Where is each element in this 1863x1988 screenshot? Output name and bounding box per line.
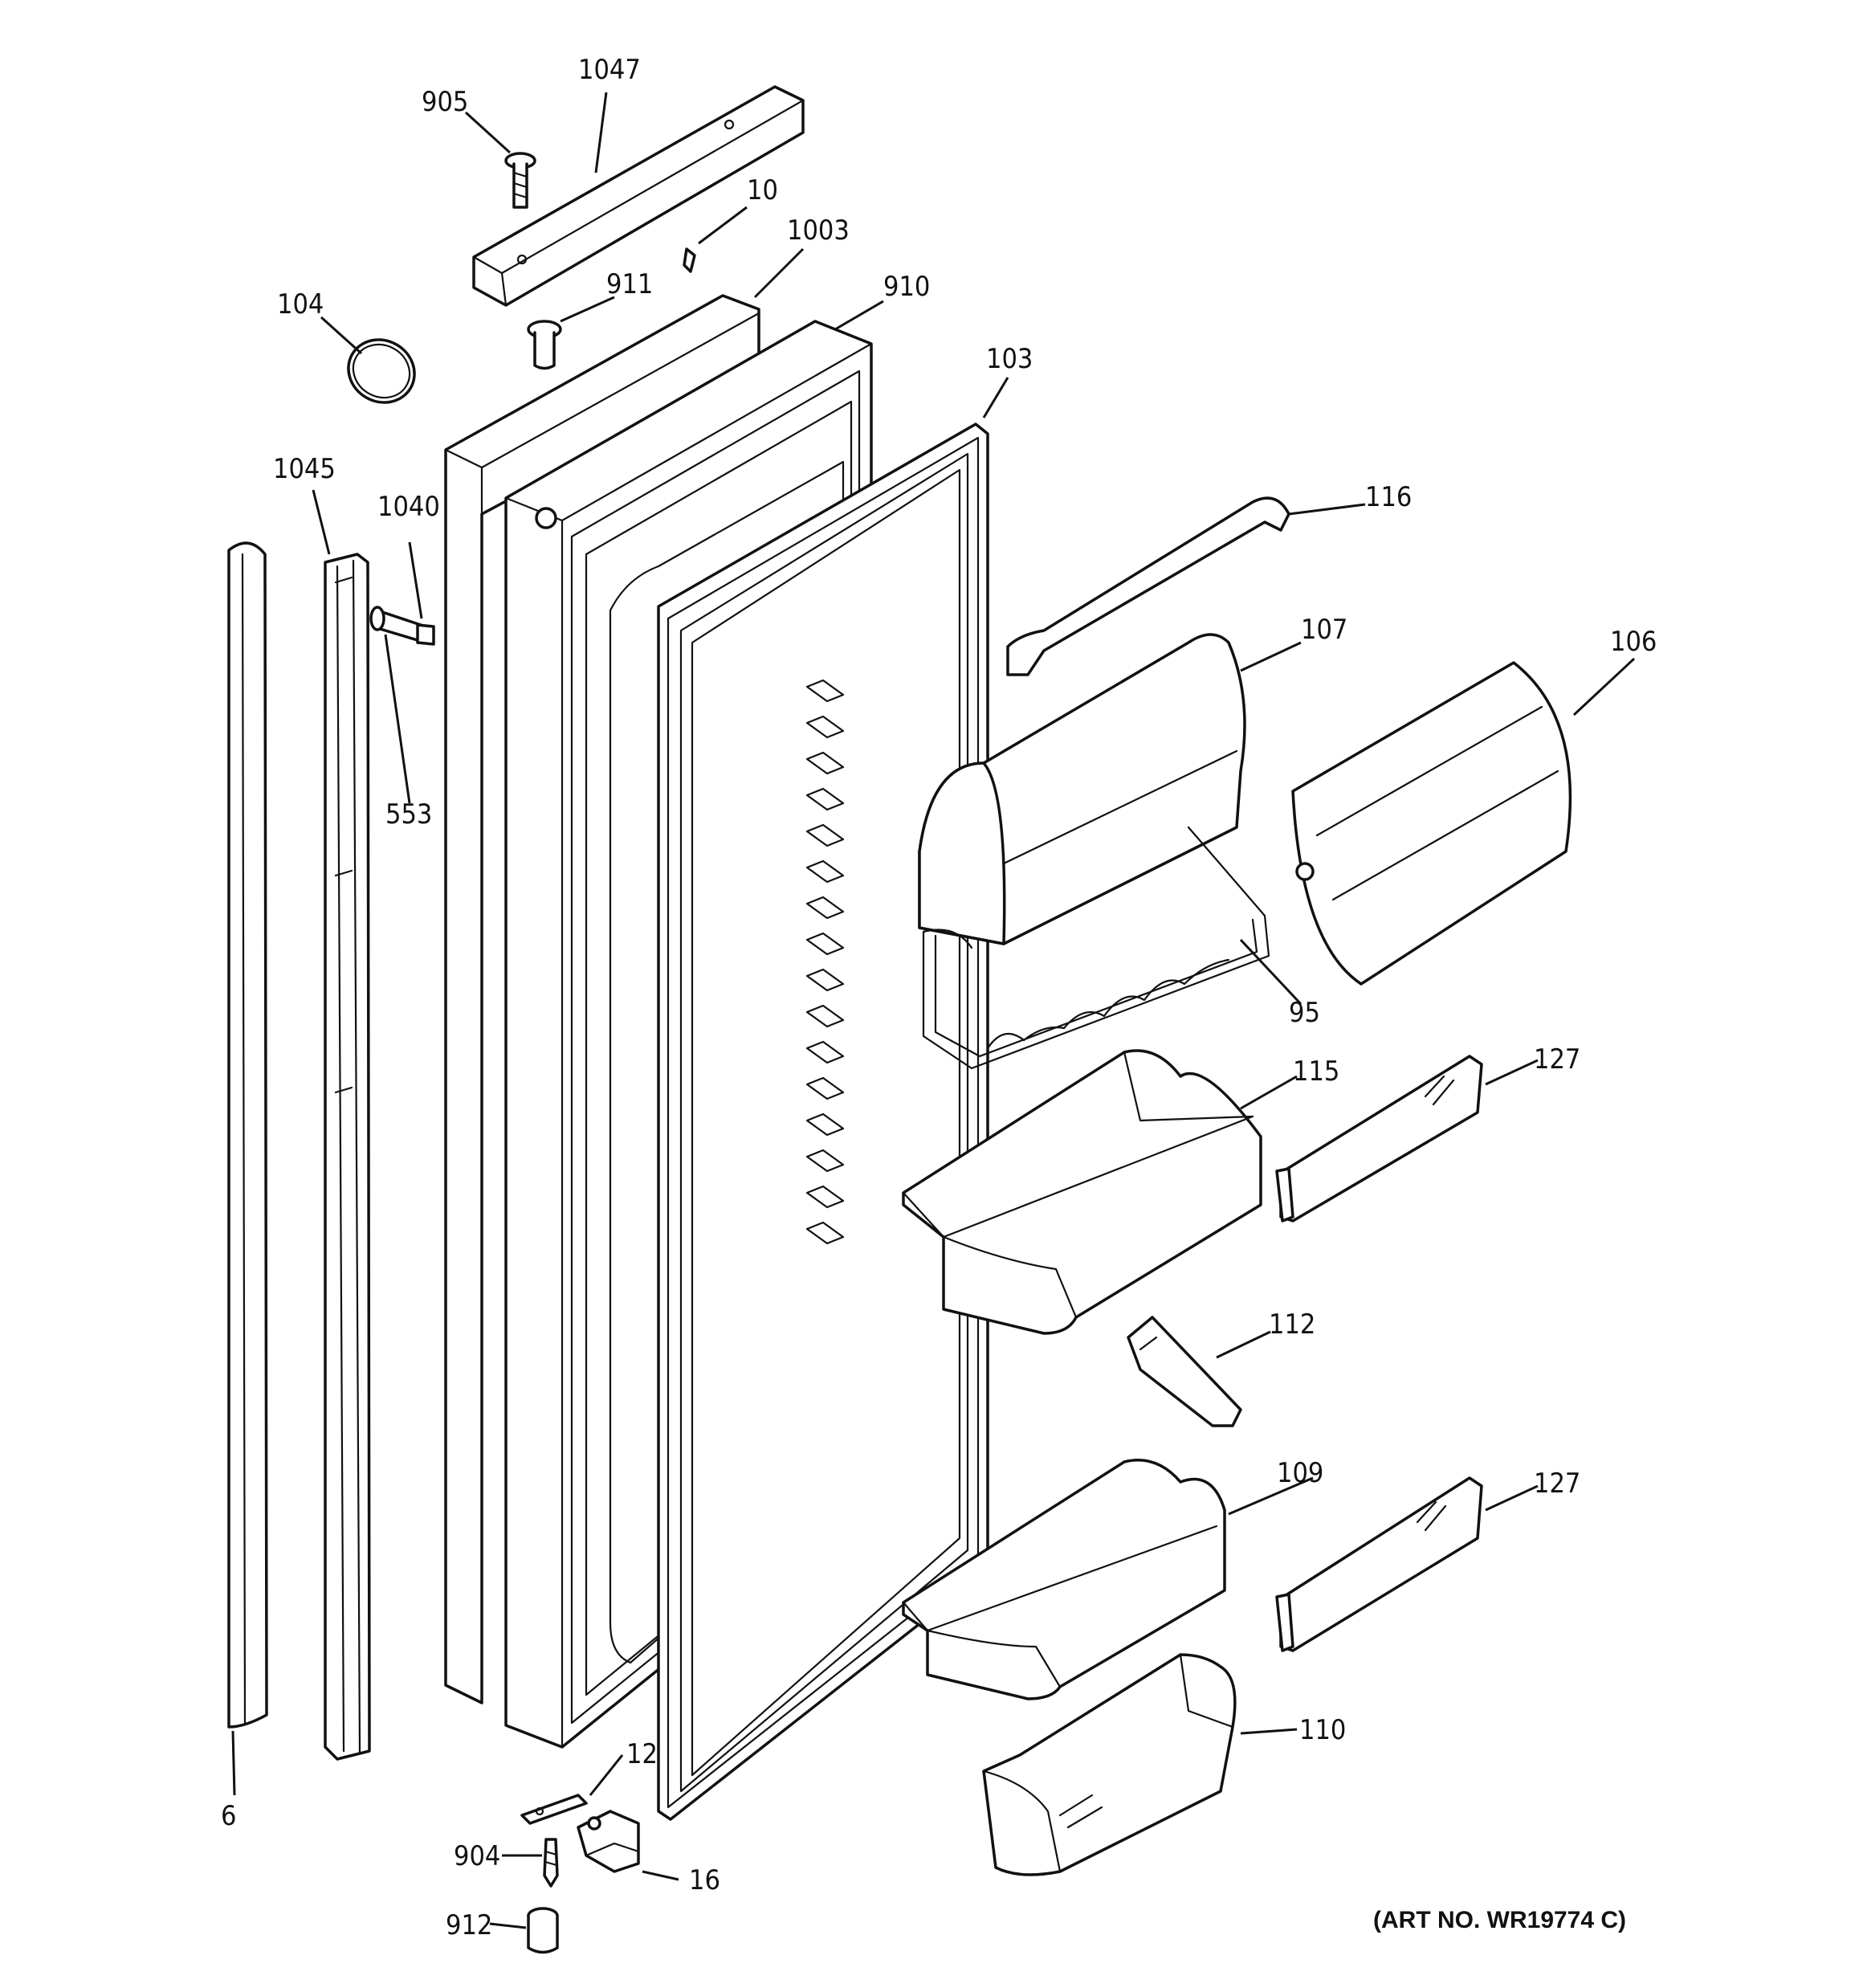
door-shelf-clips bbox=[805, 679, 845, 1245]
door-bin-115 bbox=[902, 1049, 1262, 1335]
bottom-hinge-16 bbox=[577, 1810, 640, 1873]
screw-904 bbox=[543, 1838, 559, 1888]
bin-cover-127-bottom bbox=[1275, 1476, 1483, 1652]
callout-127-bottom: 127 bbox=[1534, 1468, 1580, 1500]
art-number: (ART NO. WR19774 C) bbox=[1373, 1907, 1626, 1933]
callout-6: 6 bbox=[221, 1800, 236, 1832]
callout-labels: 1047 905 10 1003 911 104 910 103 1045 10… bbox=[221, 54, 1657, 1941]
callout-904: 904 bbox=[454, 1840, 500, 1872]
callout-95: 95 bbox=[1289, 997, 1320, 1029]
callout-107: 107 bbox=[1301, 614, 1347, 646]
hinge-plate-12 bbox=[520, 1794, 588, 1825]
screw-1040 bbox=[369, 606, 435, 646]
door-bin-109 bbox=[902, 1459, 1226, 1700]
callout-553: 553 bbox=[385, 798, 432, 831]
ring-104 bbox=[347, 338, 416, 404]
callout-116: 116 bbox=[1365, 481, 1412, 513]
door-bin-110 bbox=[982, 1653, 1237, 1876]
cover-106 bbox=[1291, 661, 1572, 986]
callout-115: 115 bbox=[1293, 1055, 1339, 1088]
callout-911: 911 bbox=[606, 268, 653, 300]
callout-106: 106 bbox=[1610, 626, 1657, 658]
callout-103: 103 bbox=[986, 343, 1033, 375]
leader-lines bbox=[231, 92, 1636, 1929]
bracket-112 bbox=[1127, 1316, 1242, 1427]
callout-127-top: 127 bbox=[1534, 1043, 1580, 1076]
callout-109: 109 bbox=[1277, 1457, 1323, 1489]
bushing-912 bbox=[527, 1907, 559, 1954]
door-trim-1045 bbox=[324, 553, 371, 1761]
callout-104: 104 bbox=[277, 288, 324, 320]
handle-116 bbox=[1006, 496, 1290, 676]
callout-16: 16 bbox=[689, 1864, 720, 1896]
callout-12: 12 bbox=[626, 1738, 658, 1770]
callout-912: 912 bbox=[446, 1909, 492, 1941]
door-trim-6 bbox=[227, 541, 268, 1729]
callout-1003: 1003 bbox=[787, 214, 850, 247]
wire-rack-95 bbox=[922, 826, 1270, 1070]
callout-1040: 1040 bbox=[377, 491, 440, 523]
screw-905 bbox=[504, 152, 536, 209]
bushing-911 bbox=[527, 320, 562, 370]
screw-10 bbox=[683, 247, 696, 273]
dairy-bin-107 bbox=[918, 633, 1246, 945]
callout-1047: 1047 bbox=[578, 54, 641, 86]
top-hinge-bracket-1047 bbox=[472, 85, 805, 307]
callout-905: 905 bbox=[422, 86, 468, 118]
callout-910: 910 bbox=[883, 271, 930, 303]
callout-110: 110 bbox=[1299, 1714, 1346, 1746]
bin-cover-127-top bbox=[1275, 1055, 1483, 1223]
callout-112: 112 bbox=[1269, 1308, 1315, 1341]
callout-10: 10 bbox=[747, 174, 778, 206]
callout-1045: 1045 bbox=[273, 453, 336, 485]
